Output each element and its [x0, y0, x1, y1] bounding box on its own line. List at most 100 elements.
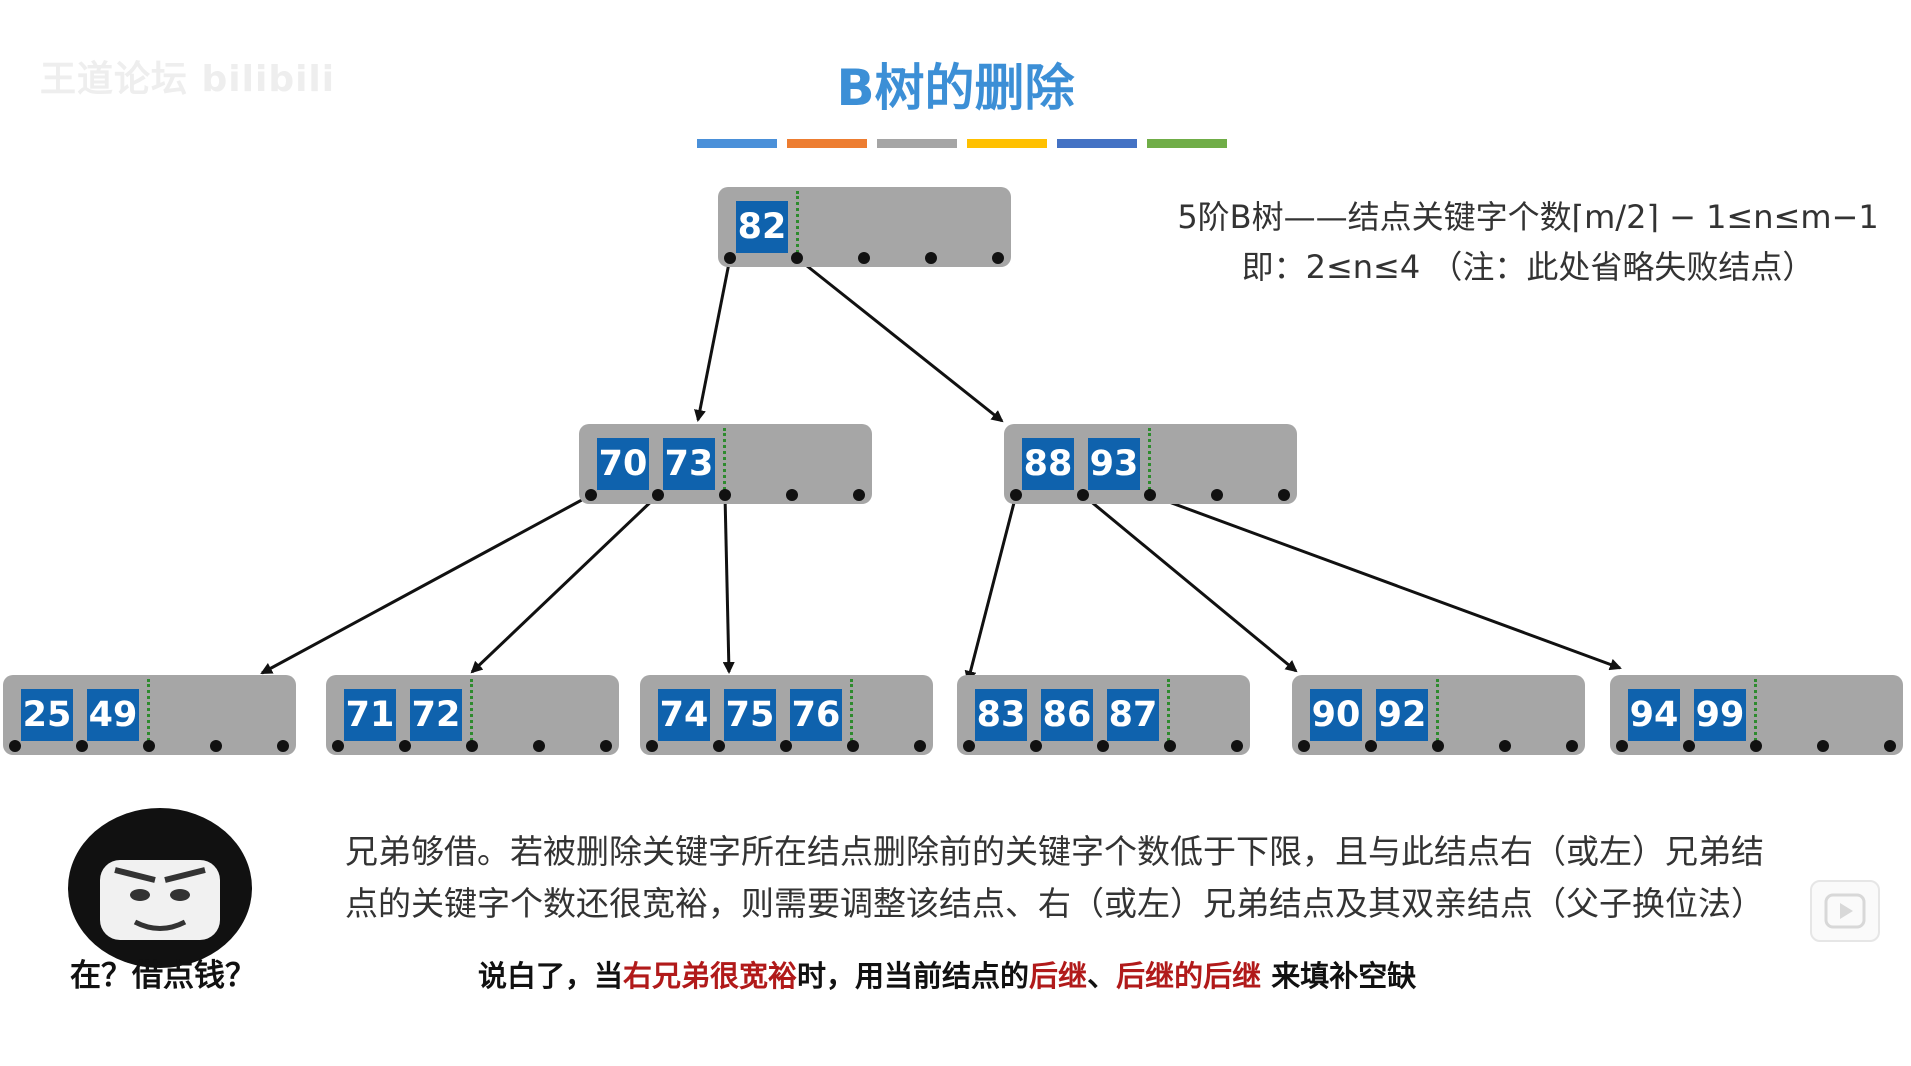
child-pointer [652, 489, 664, 501]
node-key: 74 [658, 689, 710, 741]
node-key: 94 [1628, 689, 1680, 741]
node-key: 71 [344, 689, 396, 741]
explanation-line1: 兄弟够借。若被删除关键字所在结点删除前的关键字个数低于下限，且与此结点右（或左）… [345, 832, 1764, 871]
child-pointer [1030, 740, 1042, 752]
child-pointer [1164, 740, 1176, 752]
tree-edge-arrow [964, 494, 1018, 683]
node-capacity-divider [1148, 428, 1151, 496]
node-key: 70 [597, 438, 649, 490]
rule-note-line2: 即：2≤n≤4 （注：此处省略失败结点） [1241, 248, 1815, 286]
watermark: 王道论坛 bilibili [40, 59, 336, 100]
page-title: B树的删除 [836, 59, 1075, 117]
color-strip-segment [787, 139, 867, 148]
child-pointer [1278, 489, 1290, 501]
color-strip-segment [697, 139, 777, 148]
child-pointer [847, 740, 859, 752]
tree-node-leaf-3: 83 86 87 [957, 675, 1250, 755]
child-pointer [724, 252, 736, 264]
node-capacity-divider [1167, 679, 1170, 747]
child-pointer [925, 252, 937, 264]
tree-edge-arrow [1149, 493, 1622, 671]
node-capacity-divider [723, 428, 726, 496]
node-key: 72 [410, 689, 462, 741]
play-button[interactable] [1810, 880, 1880, 942]
tree-edge-arrow [1082, 493, 1298, 673]
node-key: 87 [1107, 689, 1159, 741]
child-pointer [1077, 489, 1089, 501]
child-pointer [791, 252, 803, 264]
tree-node-leaf-4: 90 92 [1292, 675, 1585, 755]
child-pointer [963, 740, 975, 752]
child-pointer [853, 489, 865, 501]
meme-caption: 在？借点钱？ [70, 958, 256, 994]
child-pointer [1144, 489, 1156, 501]
node-capacity-divider [1436, 679, 1439, 747]
child-pointer [1817, 740, 1829, 752]
child-pointer [600, 740, 612, 752]
summary-highlight-1: 右兄弟很宽裕 [623, 959, 798, 993]
node-key: 86 [1041, 689, 1093, 741]
color-strip-segment [967, 139, 1047, 148]
child-pointer [1499, 740, 1511, 752]
summary-part-4: 来填补空缺 [1261, 959, 1417, 993]
child-pointer [1616, 740, 1628, 752]
child-pointer [1298, 740, 1310, 752]
child-pointer [1365, 740, 1377, 752]
summary-text: 说白了，当右兄弟很宽裕时，用当前结点的后继、后继的后继 来填补空缺 [478, 953, 1416, 995]
node-key: 49 [87, 689, 139, 741]
child-pointer [277, 740, 289, 752]
child-pointer [76, 740, 88, 752]
rule-note: 5阶B树——结点关键字个数⌈m/2⌉ − 1≤n≤m−1 即：2≤n≤4 （注：… [1168, 192, 1888, 292]
node-capacity-divider [147, 679, 150, 747]
tree-node-level1-0: 70 73 [579, 424, 872, 504]
child-pointer [780, 740, 792, 752]
tree-node-leaf-5: 94 99 [1610, 675, 1903, 755]
child-pointer [585, 489, 597, 501]
child-pointer [1566, 740, 1578, 752]
child-pointer [399, 740, 411, 752]
node-capacity-divider [1754, 679, 1757, 747]
explanation: 兄弟够借。若被删除关键字所在结点删除前的关键字个数低于下限，且与此结点右（或左）… [345, 826, 1845, 930]
node-capacity-divider [796, 191, 799, 259]
child-pointer [1211, 489, 1223, 501]
child-pointer [1432, 740, 1444, 752]
tree-edge-arrow [470, 493, 660, 674]
node-key: 76 [790, 689, 842, 741]
node-key: 90 [1310, 689, 1362, 741]
child-pointer [533, 740, 545, 752]
child-pointer [713, 740, 725, 752]
explanation-line2: 点的关键字个数还很宽裕，则需要调整该结点、右（或左）兄弟结点及其双亲结点（父子换… [345, 884, 1764, 923]
child-pointer [1010, 489, 1022, 501]
tree-edge-arrow [722, 494, 735, 674]
tree-edge-arrow [796, 256, 1004, 423]
child-pointer [914, 740, 926, 752]
tree-edge-arrow [260, 493, 592, 675]
meme-face-icon [68, 808, 252, 968]
node-capacity-divider [470, 679, 473, 747]
summary-part-3: 、 [1087, 959, 1117, 993]
child-pointer [9, 740, 21, 752]
child-pointer [1884, 740, 1896, 752]
summary-highlight-2: 后继 [1029, 959, 1088, 993]
node-key: 25 [21, 689, 73, 741]
node-key: 82 [736, 201, 788, 253]
summary-highlight-3: 后继的后继 [1116, 959, 1262, 993]
color-strip-segment [877, 139, 957, 148]
color-strip-segment [1057, 139, 1137, 148]
child-pointer [992, 252, 1004, 264]
child-pointer [858, 252, 870, 264]
child-pointer [210, 740, 222, 752]
child-pointer [1750, 740, 1762, 752]
play-icon [1824, 893, 1866, 929]
node-key: 83 [975, 689, 1027, 741]
node-key: 92 [1376, 689, 1428, 741]
node-key: 99 [1694, 689, 1746, 741]
color-strip-segment [1147, 139, 1227, 148]
summary-part-1: 说白了，当 [478, 959, 624, 993]
tree-node-root: 82 [718, 187, 1011, 267]
node-capacity-divider [850, 679, 853, 747]
node-key: 73 [663, 438, 715, 490]
